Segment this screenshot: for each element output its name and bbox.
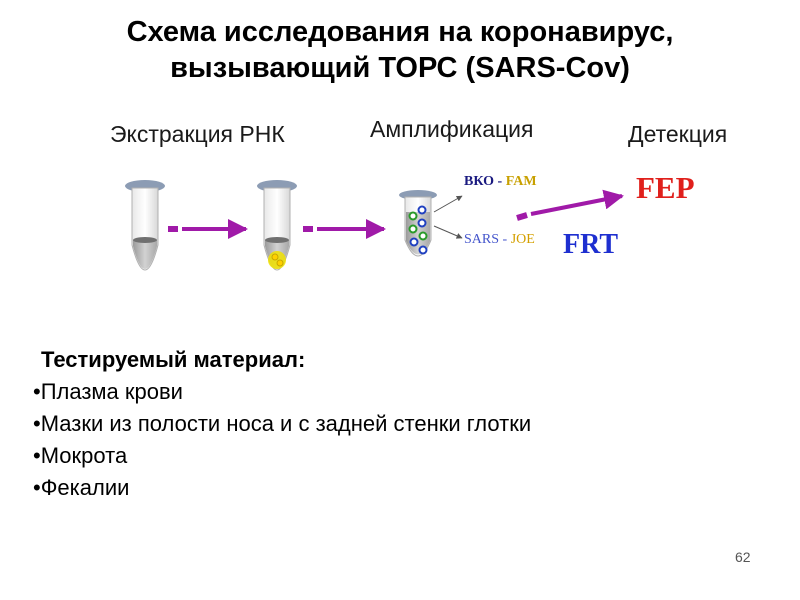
channel-label-vko: ВКО - FAM — [464, 174, 537, 189]
arrow-3 — [516, 189, 624, 221]
dye-fam: FAM — [505, 174, 537, 189]
channel-label-sars: SARS - JOE — [464, 232, 535, 247]
test-materials: Тестируемый материал: Плазма крови Мазки… — [33, 344, 531, 504]
step-label-amplification: Амплификация — [370, 116, 534, 142]
list-item: Фекалии — [33, 472, 531, 504]
pointer-sars — [433, 225, 463, 239]
list-item: Мазки из полости носа и с задней стенки … — [33, 408, 531, 440]
list-item: Мокрота — [33, 440, 531, 472]
pointer-vko — [433, 195, 463, 213]
step-label-detection: Детекция — [628, 121, 728, 147]
dye-joe: JOE — [510, 232, 535, 247]
brand-fep: FEP — [636, 170, 695, 205]
brand-frt: FRT — [563, 229, 619, 260]
slide-title: Схема исследования на коронавирус, вызыв… — [0, 14, 800, 86]
tube-3 — [399, 190, 437, 257]
materials-heading: Тестируемый материал: — [41, 347, 306, 372]
tube-2 — [257, 180, 297, 271]
page-number: 62 — [735, 549, 751, 565]
step-label-extraction: Экстракция РНК — [110, 121, 285, 147]
tube-1 — [125, 180, 165, 271]
title-line-1: Схема исследования на коронавирус, — [126, 16, 674, 48]
list-item: Плазма крови — [33, 376, 531, 408]
title-line-2: вызывающий ТОРС (SARS-Cov) — [170, 52, 630, 84]
materials-list: Плазма крови Мазки из полости носа и с з… — [33, 376, 531, 504]
